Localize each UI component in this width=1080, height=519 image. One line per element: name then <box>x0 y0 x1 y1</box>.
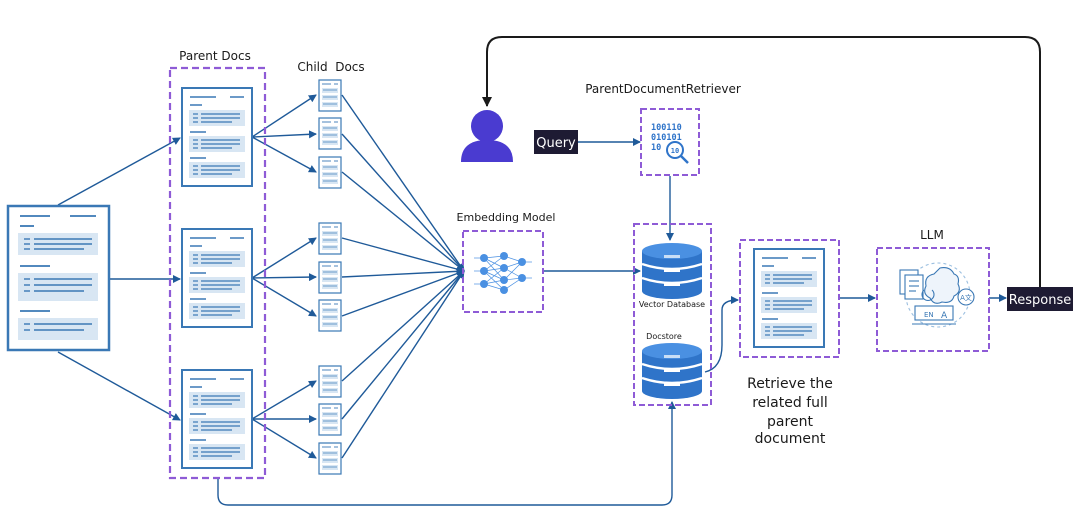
parent-doc-3 <box>181 369 253 469</box>
child-doc <box>318 403 342 436</box>
parent-doc-1 <box>181 87 253 187</box>
child-doc <box>318 222 342 255</box>
svg-text:10: 10 <box>651 143 661 153</box>
llm-translation-icon <box>899 262 975 328</box>
feedback-loop-arrow <box>482 36 1041 290</box>
parent-docs-label: Parent Docs <box>179 49 251 63</box>
neural-network-nodes <box>480 252 526 294</box>
lang-a-label: A <box>941 311 948 321</box>
child-doc <box>318 299 342 332</box>
vector-database-icon <box>640 241 704 301</box>
vector-db-label: Vector Database <box>639 300 705 309</box>
child-doc <box>318 79 342 112</box>
response-box: Response <box>1007 287 1073 311</box>
storage-group <box>633 223 712 406</box>
embedding-model-label: Embedding Model <box>457 211 556 224</box>
docstore-database-icon <box>640 341 704 401</box>
embedding-model-box <box>462 230 544 313</box>
retriever-box <box>640 108 700 176</box>
llm-label: LLM <box>920 228 944 242</box>
parent-doc-2 <box>181 228 253 328</box>
retriever-label: ParentDocumentRetriever <box>585 82 741 96</box>
query-box: Query <box>534 130 578 154</box>
llm-box <box>876 247 990 352</box>
retrieved-doc-box <box>739 239 840 358</box>
binary-search-icon: 100110 010101 10 10 <box>651 123 689 164</box>
svg-text:related full: related full <box>752 395 828 411</box>
lang-en-label: EN <box>924 311 934 319</box>
response-label: Response <box>1009 293 1071 308</box>
source-document <box>6 204 111 352</box>
retrieve-caption: Retrieve the related full parent documen… <box>747 376 833 447</box>
lang-az-label: A文 <box>960 293 972 302</box>
child-docs-label: Child Docs <box>297 60 364 74</box>
parent-docs-group <box>168 66 267 480</box>
svg-text:parent: parent <box>767 414 813 430</box>
child-doc <box>318 261 342 294</box>
svg-text:Retrieve the: Retrieve the <box>747 376 833 392</box>
docstore-label: Docstore <box>646 332 682 341</box>
user-icon <box>461 110 513 162</box>
retrieved-parent-doc <box>753 248 825 348</box>
child-doc <box>318 365 342 398</box>
query-label: Query <box>536 136 576 151</box>
connection-lines <box>57 94 1007 506</box>
child-doc <box>318 442 342 475</box>
child-doc <box>318 156 342 189</box>
svg-text:100110: 100110 <box>651 123 682 133</box>
svg-text:10: 10 <box>671 147 679 155</box>
child-doc <box>318 117 342 150</box>
svg-text:010101: 010101 <box>651 133 682 143</box>
svg-text:document: document <box>755 431 826 447</box>
